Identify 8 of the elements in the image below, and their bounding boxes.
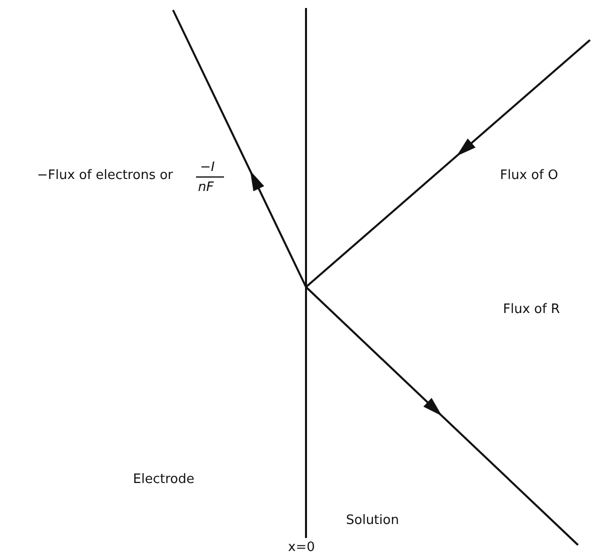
region-label: Solution bbox=[346, 514, 399, 527]
flux-label: Flux of O bbox=[500, 169, 558, 182]
flux-label: Flux of R bbox=[503, 303, 560, 316]
position-label: x=0 bbox=[288, 541, 315, 554]
flux-label: −Flux of electrons or bbox=[37, 169, 174, 182]
fraction-denominator: nF bbox=[198, 181, 214, 194]
region-label: Electrode bbox=[133, 473, 194, 486]
fraction-numerator: −I bbox=[200, 161, 215, 174]
